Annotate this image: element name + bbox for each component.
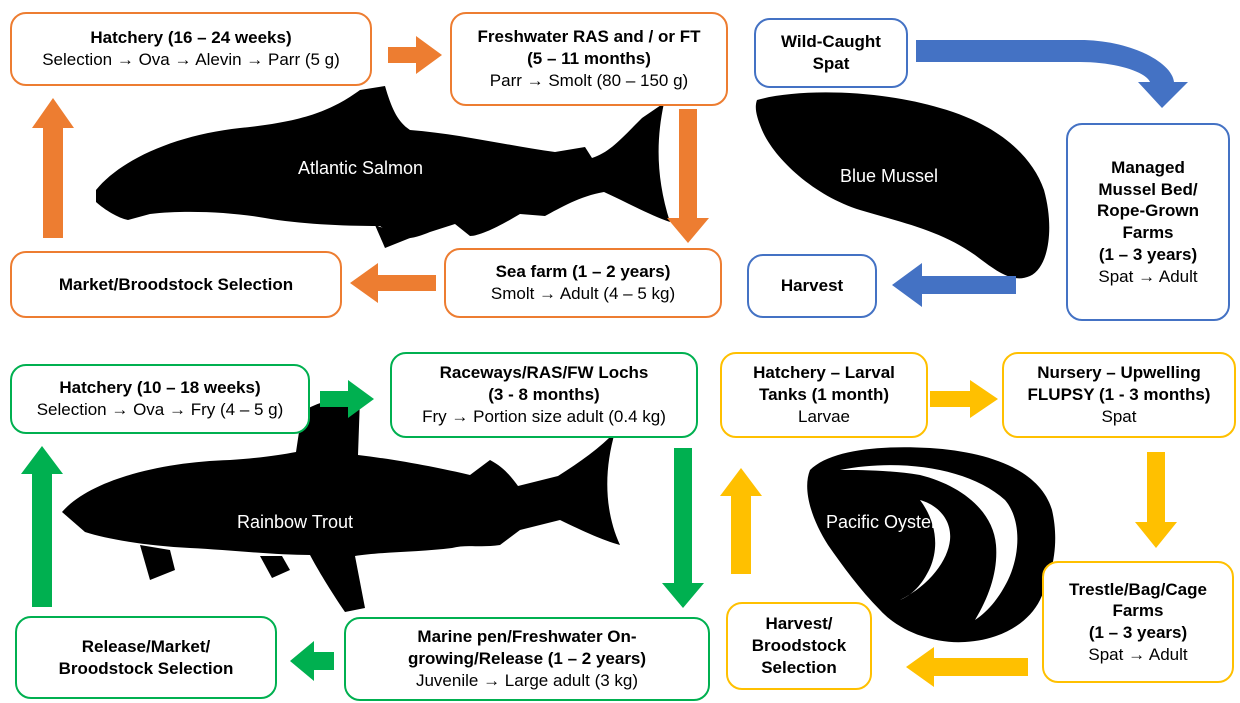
species-label-mussel: Blue Mussel <box>840 166 938 186</box>
trout-release-box: Release/Market/ Broodstock Selection <box>15 616 277 699</box>
oyster-harvest-box: Harvest/ Broodstock Selection <box>726 602 872 690</box>
salmon-freshwater-title-1: Freshwater RAS and / or FT <box>477 27 701 47</box>
trout-hatchery-detail: Selection → Ova → Fry (4 – 5 g) <box>36 400 284 419</box>
trout-arrows <box>21 380 704 681</box>
salmon-seafarm-detail: Smolt → Adult (4 – 5 kg) <box>490 284 676 303</box>
trout-raceways-title-2: (3 - 8 months) <box>488 385 600 405</box>
salmon-freshwater-box: Freshwater RAS and / or FT (5 – 11 month… <box>450 12 728 106</box>
blue-mussel-silhouette <box>755 92 1050 279</box>
arrow-left-trout-marine <box>290 641 334 681</box>
trout-raceways-box: Raceways/RAS/FW Lochs (3 - 8 months) Fry… <box>390 352 698 438</box>
mussel-spat-title-2: Spat <box>812 54 850 73</box>
oyster-trestle-detail: Spat → Adult <box>1088 644 1188 664</box>
salmon-market-title: Market/Broodstock Selection <box>58 274 294 294</box>
salmon-market-box: Market/Broodstock Selection <box>10 251 342 318</box>
oyster-harvest-title-1: Harvest/ <box>765 614 833 634</box>
mussel-spat-title-1: Wild-Caught <box>781 32 881 52</box>
trout-raceways-title-1: Raceways/RAS/FW Lochs <box>439 363 649 383</box>
rainbow-trout-silhouette <box>62 397 620 612</box>
arrow-right-oyster-hatchery <box>930 380 998 418</box>
oyster-arrows <box>720 380 1177 687</box>
trout-marine-title-2: growing/Release (1 – 2 years) <box>407 649 647 669</box>
oyster-hatchery-box: Hatchery – Larval Tanks (1 month) Larvae <box>720 352 928 438</box>
oyster-harvest-title-2: Broodstock <box>751 636 847 656</box>
salmon-seafarm-title: Sea farm (1 – 2 years) <box>495 262 671 282</box>
oyster-nursery-box: Nursery – Upwelling FLUPSY (1 - 3 months… <box>1002 352 1236 438</box>
arrow-left-oyster-trestle <box>906 647 1028 687</box>
mussel-spat-box: Wild-Caught Spat <box>754 18 908 88</box>
trout-marine-title-1: Marine pen/Freshwater On- <box>417 627 637 647</box>
species-label-trout: Rainbow Trout <box>237 512 353 532</box>
mussel-managed-title-1: Managed <box>1111 157 1185 177</box>
arrow-left-mussel-harvest <box>892 263 1016 307</box>
oyster-nursery-title-1: Nursery – Upwelling <box>1037 363 1201 383</box>
oyster-trestle-title-1: Trestle/Bag/Cage <box>1069 579 1207 599</box>
salmon-freshwater-title-2: (5 – 11 months) <box>527 49 651 69</box>
oyster-trestle-box: Trestle/Bag/Cage Farms (1 – 3 years) Spa… <box>1042 561 1234 683</box>
arrow-up-salmon-market <box>32 98 74 238</box>
salmon-seafarm-box: Sea farm (1 – 2 years) Smolt → Adult (4 … <box>444 248 722 318</box>
arrow-left-salmon-seafarm <box>350 263 436 303</box>
mussel-managed-title-5: (1 – 3 years) <box>1098 244 1198 264</box>
trout-marine-box: Marine pen/Freshwater On- growing/Releas… <box>344 617 710 701</box>
salmon-hatchery-title: Hatchery (16 – 24 weeks) <box>90 28 292 48</box>
pacific-oyster-silhouette <box>807 447 1056 643</box>
trout-marine-detail: Juvenile → Large adult (3 kg) <box>415 670 639 690</box>
mussel-managed-title-3: Rope-Grown <box>1097 201 1199 221</box>
oyster-hatchery-title-2: Tanks (1 month) <box>758 385 890 405</box>
atlantic-salmon-silhouette <box>96 86 670 248</box>
trout-release-title-2: Broodstock Selection <box>58 658 234 678</box>
mussel-managed-box: Managed Mussel Bed/ Rope-Grown Farms (1 … <box>1066 123 1230 321</box>
salmon-hatchery-box: Hatchery (16 – 24 weeks) Selection → Ova… <box>10 12 372 86</box>
trout-hatchery-box: Hatchery (10 – 18 weeks) Selection → Ova… <box>10 364 310 434</box>
trout-hatchery-title: Hatchery (10 – 18 weeks) <box>59 378 261 398</box>
trout-release-title-1: Release/Market/ <box>81 636 211 656</box>
salmon-hatchery-detail: Selection → Ova → Alevin → Parr (5 g) <box>42 50 340 69</box>
arrow-up-trout-release <box>21 446 63 607</box>
trout-raceways-detail: Fry → Portion size adult (0.4 kg) <box>422 406 666 426</box>
oyster-trestle-title-3: (1 – 3 years) <box>1088 623 1188 642</box>
mussel-managed-title-4: Farms <box>1122 223 1174 242</box>
arrow-right-trout-hatchery <box>320 380 374 418</box>
mussel-harvest-title: Harvest <box>780 276 844 296</box>
arrow-down-trout-raceways <box>662 448 704 608</box>
species-label-salmon: Atlantic Salmon <box>298 158 423 178</box>
arrow-down-oyster-nursery <box>1135 452 1177 548</box>
mussel-arrows <box>892 40 1188 307</box>
salmon-freshwater-detail: Parr → Smolt (80 – 150 g) <box>489 70 689 90</box>
salmon-arrows <box>32 36 709 303</box>
arrow-right-salmon-hatchery <box>388 36 442 74</box>
oyster-nursery-title-2: FLUPSY (1 - 3 months) <box>1027 385 1211 405</box>
arrow-up-oyster-harvest <box>720 468 762 574</box>
oyster-trestle-title-2: Farms <box>1112 601 1164 621</box>
mussel-harvest-box: Harvest <box>747 254 877 318</box>
oyster-nursery-detail: Spat <box>1101 406 1137 426</box>
arrow-down-salmon-freshwater <box>667 109 709 243</box>
arrow-curve-mussel-spat <box>916 40 1188 108</box>
oyster-hatchery-detail: Larvae <box>798 406 850 426</box>
species-label-oyster: Pacific Oyster <box>826 512 937 532</box>
mussel-managed-detail: Spat → Adult <box>1098 266 1198 286</box>
mussel-managed-title-2: Mussel Bed/ <box>1098 179 1198 199</box>
oyster-harvest-title-3: Selection <box>761 657 837 677</box>
oyster-hatchery-title-1: Hatchery – Larval <box>753 363 895 383</box>
